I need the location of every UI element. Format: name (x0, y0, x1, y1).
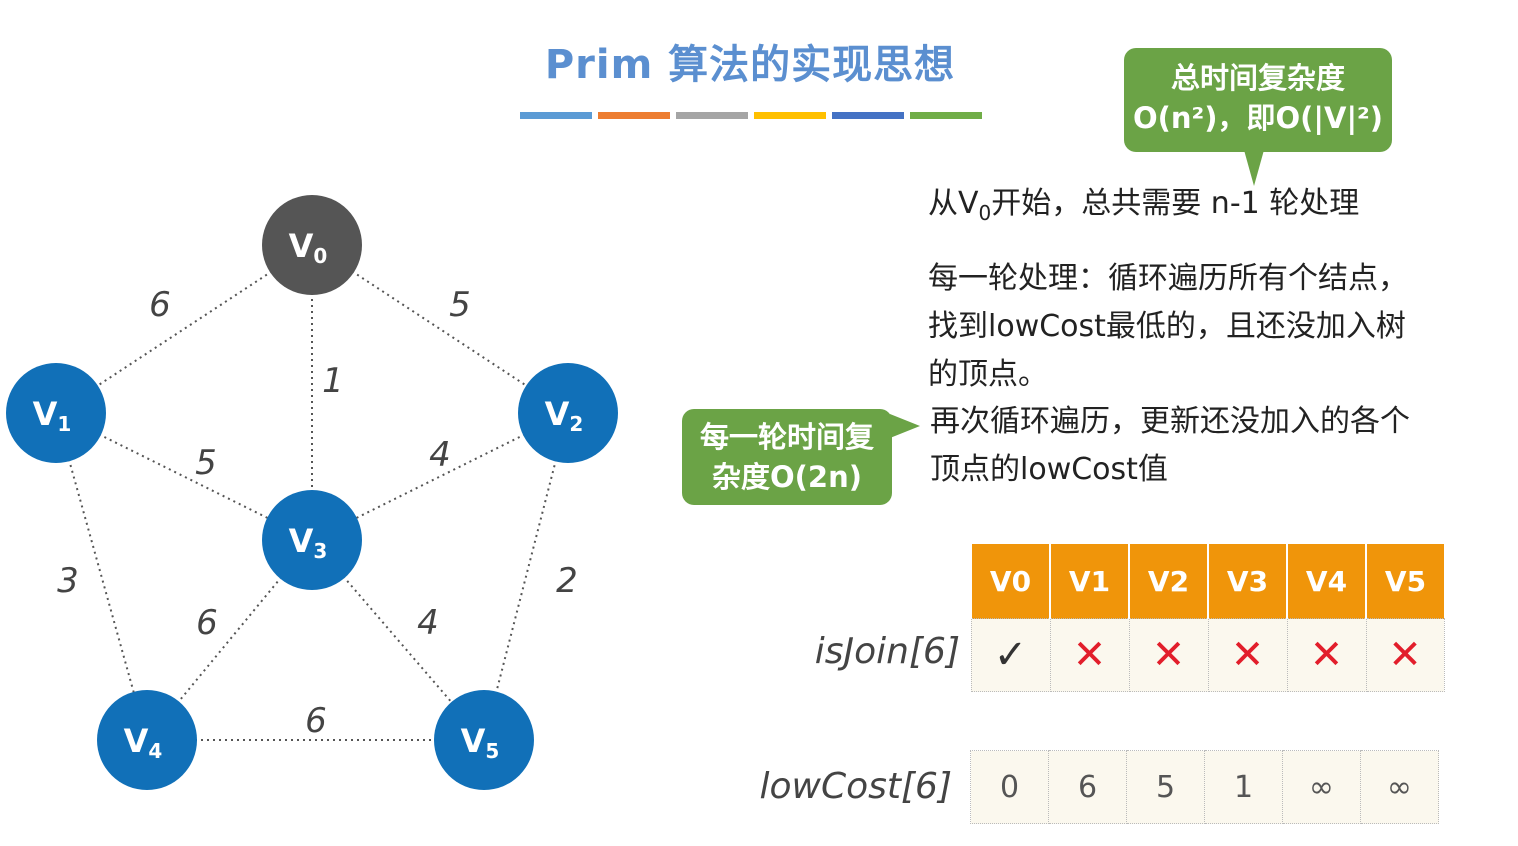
cross-icon: ✕ (1207, 618, 1288, 692)
cross-icon: ✕ (1365, 618, 1445, 692)
edge-weight-label: 4 (417, 603, 439, 643)
cross-icon: ✕ (1128, 618, 1209, 692)
edge-weight-label: 4 (429, 435, 451, 475)
lowcost-table: 0 6 5 1 ∞ ∞ (970, 750, 1439, 824)
start-subscript: 0 (978, 201, 992, 225)
page-title: Prim 算法的实现思想 (544, 42, 956, 88)
edge-weight-label: 2 (556, 561, 578, 601)
lowcost-cell: ∞ (1360, 750, 1439, 824)
lowcost-label: lowCost[6] (759, 766, 953, 807)
title-color-bar (520, 112, 982, 119)
total-complexity-line2: O(n²)，即O(|V|²) (1133, 101, 1383, 135)
title-bar-segment (598, 112, 670, 119)
table-header-cell: V4 (1286, 544, 1366, 619)
table-header-cell: V5 (1365, 544, 1444, 619)
lowcost-cell: 1 (1204, 750, 1283, 824)
lowcost-cell: 5 (1126, 750, 1205, 824)
lowcost-row: 0 6 5 1 ∞ ∞ (970, 750, 1439, 824)
vertex-v5 (434, 690, 534, 790)
title-bar-segment (832, 112, 904, 119)
total-complexity-line1: 总时间复杂度 (1170, 61, 1345, 95)
vertex-v0 (262, 195, 362, 295)
cross-icon: ✕ (1049, 618, 1130, 692)
start-prefix: 从V (928, 186, 979, 221)
vertex-v4 (97, 690, 197, 790)
edge-weight-label: 5 (449, 285, 471, 325)
edge-weight-label: 6 (196, 603, 218, 643)
round-complexity-bubble: 每一轮时间复 杂度O(2n) (682, 409, 892, 505)
vertex-v1 (6, 363, 106, 463)
lowcost-cell: ∞ (1282, 750, 1361, 824)
round-complexity-line1: 每一轮时间复 (699, 420, 874, 454)
vertex-v3 (262, 490, 362, 590)
bubble-tail (890, 414, 920, 438)
lowcost-cell: 6 (1048, 750, 1127, 824)
edge-weight-label: 1 (322, 361, 344, 401)
edge-weight-label: 5 (195, 443, 217, 483)
edge-weight-label: 6 (305, 701, 327, 741)
table-header-cell: V3 (1207, 544, 1287, 619)
vertex-label: V0 (289, 227, 328, 268)
update-description: 再次循环遍历，更新还没加入的各个顶点的lowCost值 (930, 404, 1410, 487)
title-bar-segment (910, 112, 982, 119)
title-bar-segment (520, 112, 592, 119)
edge-weight-label: 3 (57, 561, 79, 601)
round-description: 每一轮处理：循环遍历所有个结点，找到lowCost最低的，且还没加入树的顶点。 (928, 261, 1408, 392)
title-bar-segment (676, 112, 748, 119)
isjoin-table: V0 V1 V2 V3 V4 V5 ✓ ✕ ✕ ✕ ✕ ✕ (970, 544, 1445, 692)
edge-v1-v4 (55, 412, 148, 741)
bubble-tail (1244, 150, 1264, 186)
vertex-v2 (518, 363, 618, 463)
isjoin-row: ✓ ✕ ✕ ✕ ✕ ✕ (970, 618, 1445, 692)
isjoin-label: isJoin[6] (814, 631, 960, 672)
table-header-cell: V2 (1128, 544, 1208, 619)
total-complexity-bubble: 总时间复杂度 O(n²)，即O(|V|²) (1124, 48, 1392, 152)
check-icon: ✓ (970, 618, 1051, 692)
round-complexity-line2: 杂度O(2n) (712, 460, 862, 494)
table-header-cell: V0 (970, 544, 1050, 619)
edge-weight-label: 6 (149, 285, 171, 325)
title-bar-segment (754, 112, 826, 119)
table-header-row: V0 V1 V2 V3 V4 V5 (970, 544, 1444, 619)
start-description: 从V0开始，总共需要 n-1 轮处理 (928, 180, 1359, 237)
lowcost-cell: 0 (970, 750, 1049, 824)
start-suffix: 开始，总共需要 n-1 轮处理 (991, 186, 1360, 221)
edge-v2-v5 (483, 412, 569, 741)
table-header-cell: V1 (1049, 544, 1129, 619)
cross-icon: ✕ (1286, 618, 1367, 692)
